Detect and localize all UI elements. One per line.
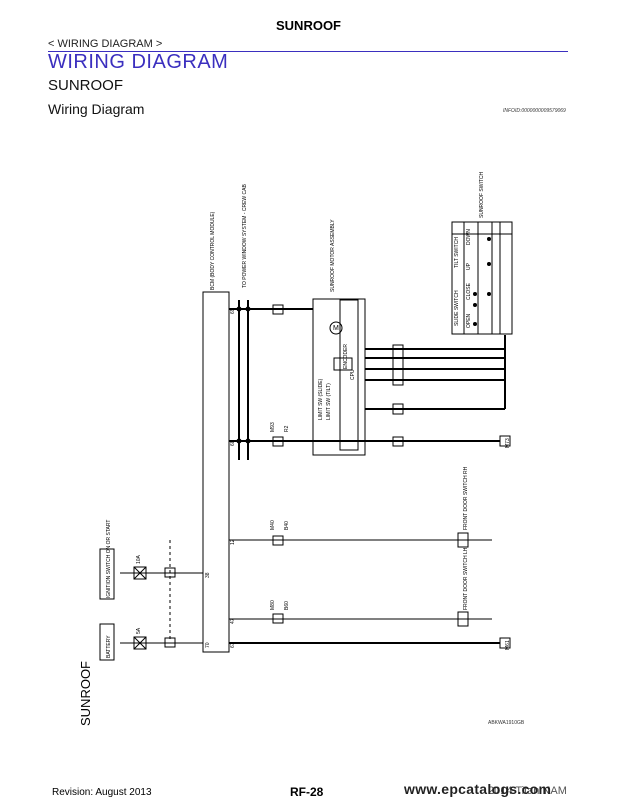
side-label: SUNROOF [78, 661, 93, 726]
ground-tag-m73: M73 [505, 438, 511, 448]
switch-pos-open: OPEN [466, 313, 472, 328]
connector-tag-m80: M80 [270, 600, 276, 610]
footer-page-number: RF-28 [290, 785, 324, 799]
connector-tag-r2: R2 [284, 425, 290, 432]
sunroof-switch-box [451, 221, 513, 335]
switch-pos-down: DOWN [466, 229, 472, 245]
encoder-label: ENCODER [343, 344, 349, 369]
limit-switch-tilt-label: LIMIT SW (TILT) [326, 383, 332, 420]
ignition-switch-label: IGNITION SWITCH ON OR START [106, 520, 112, 598]
connector-tag-m40: M40 [270, 520, 276, 530]
info-code: INFOID:0000000009579069 [503, 108, 566, 114]
motor-symbol: M [333, 325, 339, 332]
sunroof-switch-label: SUNROOF SWITCH [479, 172, 485, 218]
sub-sub-title: Wiring Diagram [48, 101, 145, 117]
sunroof-motor-label: SUNROOF MOTOR ASSEMBLY [330, 219, 336, 292]
breadcrumb[interactable]: < WIRING DIAGRAM > [48, 38, 163, 50]
section-title: WIRING DIAGRAM [48, 51, 229, 73]
bcm-pin-47: 47 [230, 618, 236, 624]
footer-model: 2014 Titan NAM [488, 785, 567, 797]
limit-switch-slide-label: LIMIT SW (SLIDE) [318, 378, 324, 420]
connector-tag-b40: B40 [284, 521, 290, 530]
front-door-rh-label: FRONT DOOR SWITCH RH [463, 466, 469, 530]
slide-switch-label: SLIDE SWITCH [454, 290, 460, 326]
fuse-batt-amps: 5A [136, 627, 142, 634]
sub-title: SUNROOF [48, 77, 123, 94]
ground-tag-m61: M61 [505, 640, 511, 650]
bcm-pin-68: 68 [230, 440, 236, 446]
tilt-switch-label: TILT SWITCH [454, 237, 460, 268]
connector-tag-m93: M93 [270, 422, 276, 432]
cpu-label: CPU [350, 369, 356, 380]
bcm-pin-12: 12 [230, 539, 236, 545]
power-window-label: TO POWER WINDOW SYSTEM - CREW CAB [242, 184, 248, 288]
bcm-label: BCM (BODY CONTROL MODULE) [210, 211, 216, 290]
bcm-pin-67: 67 [230, 642, 236, 648]
switch-pos-up: UP [466, 262, 472, 270]
footer-revision: Revision: August 2013 [52, 787, 152, 798]
switch-pos-close: CLOSE [466, 282, 472, 300]
connector-tag-b60: B60 [284, 601, 290, 610]
bcm-box [202, 291, 230, 653]
front-door-lh-label: FRONT DOOR SWITCH LH [463, 547, 469, 610]
sunroof-motor-box [312, 298, 366, 456]
bcm-pin-69: 69 [230, 308, 236, 314]
header-rule [48, 51, 568, 52]
bcm-pin-38: 38 [205, 572, 211, 578]
fuse-ign-amps: 10A [136, 554, 142, 564]
page-header: SUNROOF [276, 18, 341, 33]
figure-code: ABKWA1910GB [488, 720, 525, 726]
bcm-pin-70: 70 [205, 642, 211, 648]
battery-label: BATTERY [106, 635, 112, 658]
watermark: www.epcatalogs.com [404, 781, 552, 797]
